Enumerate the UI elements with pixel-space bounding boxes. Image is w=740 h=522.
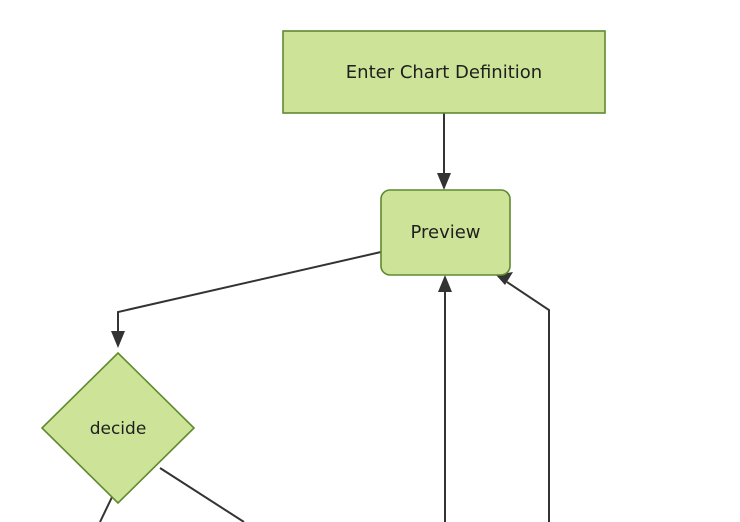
node-shape-rectangle[interactable] xyxy=(282,30,606,114)
edge-line xyxy=(159,467,245,522)
edge-right-return-to-preview xyxy=(496,272,550,522)
node-decide[interactable]: decide xyxy=(40,351,196,505)
edge-line xyxy=(506,281,550,522)
edge-decide-branch-right xyxy=(159,467,245,522)
edge-line xyxy=(117,251,382,336)
node-shape-diamond[interactable] xyxy=(40,351,196,505)
node-label-decide: decide xyxy=(90,419,147,439)
node-shape-rounded-rectangle[interactable] xyxy=(380,189,511,276)
node-enter-chart-definition[interactable]: Enter Chart Definition xyxy=(282,30,606,114)
node-preview[interactable]: Preview xyxy=(380,189,511,276)
arrow-head-icon xyxy=(437,173,451,190)
node-label-preview: Preview xyxy=(410,222,480,243)
edge-line xyxy=(99,494,114,522)
edge-enter-to-preview xyxy=(437,113,451,190)
node-label-enter-chart-definition: Enter Chart Definition xyxy=(346,62,542,83)
edge-left-return-to-preview xyxy=(438,275,452,522)
arrow-head-icon xyxy=(438,275,452,292)
edge-preview-to-decide xyxy=(111,251,382,348)
edge-decide-branch-left xyxy=(99,494,114,522)
arrow-head-icon xyxy=(111,331,125,348)
